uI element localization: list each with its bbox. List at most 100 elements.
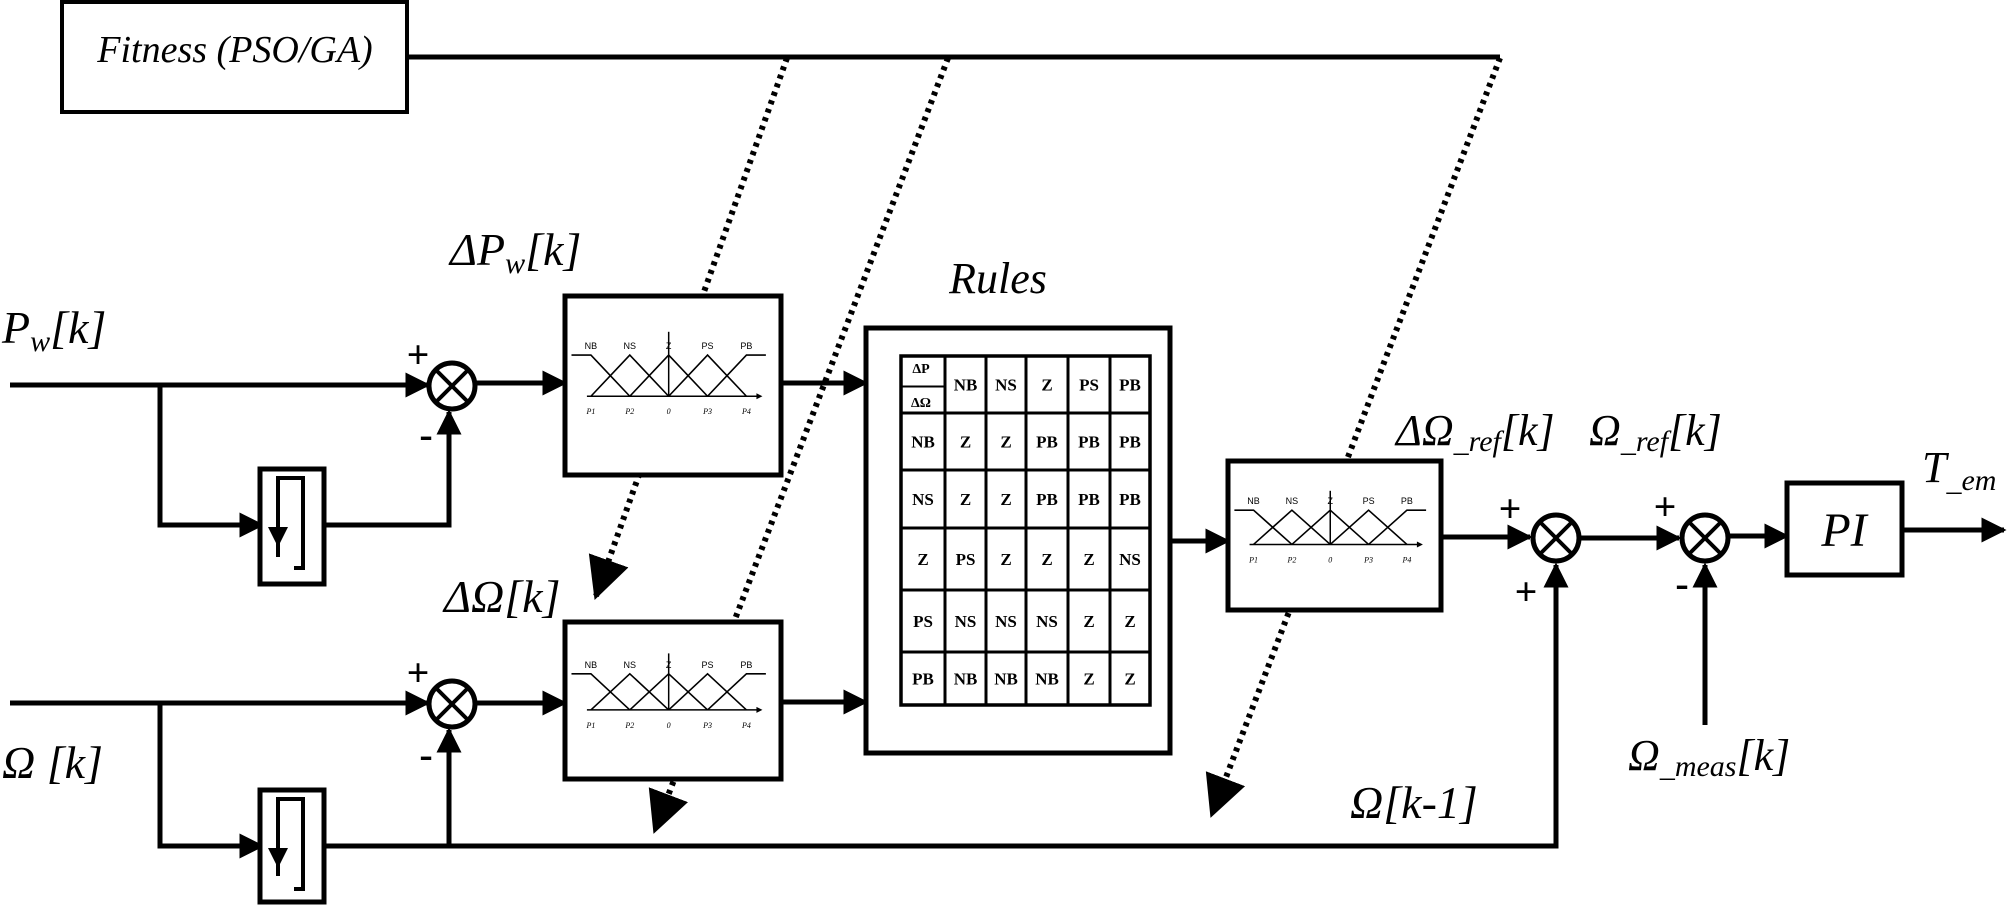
fitness-arrow-rules xyxy=(648,56,951,834)
mf-label: PB xyxy=(740,341,752,351)
mf-axis-label: P1 xyxy=(585,721,595,730)
mf-axis-label: 0 xyxy=(667,407,671,416)
mf-label: NB xyxy=(1247,496,1260,506)
pw-plus-sign: + xyxy=(407,332,430,377)
pi-label: PI xyxy=(1820,504,1868,557)
omega-delay-path xyxy=(157,703,265,859)
rules-cell: NB xyxy=(954,670,978,689)
mf-label: PS xyxy=(702,341,714,351)
mf-set-pb xyxy=(1368,509,1427,546)
pw-delay-path xyxy=(157,385,265,538)
mf-frame xyxy=(562,619,784,782)
rules-corner-domega: ΔΩ xyxy=(911,396,931,411)
rules-cell: NB xyxy=(1035,670,1059,689)
omega-prev-line xyxy=(449,562,1569,849)
domega-ref-label: ΔΩ_ref[k] xyxy=(1394,406,1555,458)
mf-set-ns xyxy=(590,672,670,711)
mf-label: Z xyxy=(1327,496,1333,506)
mf-axis-arrow xyxy=(1416,541,1423,548)
rules-cell: NS xyxy=(1036,612,1058,631)
domega-label: ΔΩ[k] xyxy=(442,571,560,622)
rules-cell: Z xyxy=(1083,670,1094,689)
mf-axis-label: P4 xyxy=(741,407,751,416)
mf-set-ps xyxy=(668,353,748,397)
mf-label: Z xyxy=(666,341,672,351)
mf-axis-label: P1 xyxy=(585,407,595,416)
mf-label: PB xyxy=(1401,496,1413,506)
mf-label: NB xyxy=(585,341,598,351)
mf-label: PS xyxy=(1363,496,1375,506)
mf-axis-label: P4 xyxy=(741,721,751,730)
rules-cell: Z xyxy=(1041,550,1052,569)
mf-axis-label: P4 xyxy=(1401,555,1411,564)
omega-plus-sign: + xyxy=(407,650,430,695)
rules-cell: Z xyxy=(1083,550,1094,569)
omega-prev-label: Ω[k-1] xyxy=(1350,777,1478,828)
mf-label: NS xyxy=(1286,496,1299,506)
mf-label: NS xyxy=(624,660,637,670)
mf-set-pb xyxy=(707,673,766,711)
mf-label: NB xyxy=(585,660,598,670)
fitness-label: Fitness (PSO/GA) xyxy=(96,29,372,71)
mf-set-ns xyxy=(590,353,670,397)
mf-axis-label: P3 xyxy=(702,721,712,730)
pw-summing-junction xyxy=(426,360,478,412)
rules-cell: Z xyxy=(1083,612,1094,631)
tem-label: T_em xyxy=(1922,443,1996,497)
rules-cell: NS xyxy=(995,612,1017,631)
mf-set-nb xyxy=(1234,509,1293,546)
omega-ref-summing-junction xyxy=(1530,512,1582,564)
mf-axis-label: P2 xyxy=(624,407,634,416)
mf-label: PS xyxy=(702,660,714,670)
rules-label: Rules xyxy=(948,254,1047,303)
mf-set-z xyxy=(629,672,709,711)
mf-set-ns xyxy=(1253,509,1331,546)
sum3-plus-top-sign: + xyxy=(1499,486,1522,531)
speed-error-summing-junction xyxy=(1679,512,1731,564)
rules-cell: NS xyxy=(1119,550,1141,569)
omega-label: Ω [k] xyxy=(2,737,103,788)
rules-cell: Z xyxy=(1124,670,1135,689)
rules-col-header: Z xyxy=(1041,376,1052,395)
rules-row-header: NB xyxy=(911,433,935,452)
mf-axis-label: P2 xyxy=(1286,555,1296,564)
dpw-label: ΔPw[k] xyxy=(448,224,581,280)
omega-summing-junction xyxy=(426,678,478,730)
rules-block xyxy=(863,325,1173,756)
mf-set-nb xyxy=(571,354,631,397)
rules-cell: Z xyxy=(1000,550,1011,569)
mf-set-ps xyxy=(1329,509,1408,546)
omega-ref-label: Ω_ref[k] xyxy=(1589,406,1722,458)
rules-row-header: Z xyxy=(917,550,928,569)
sum4-minus-sign: - xyxy=(1675,561,1688,606)
rules-row-header: NS xyxy=(912,490,934,509)
rules-cell: Z xyxy=(960,433,971,452)
rules-cell: Z xyxy=(1000,490,1011,509)
rules-cell: NB xyxy=(994,670,1018,689)
pi-block xyxy=(1784,480,1905,578)
rules-cell: NS xyxy=(955,612,977,631)
mf-label: PB xyxy=(740,660,752,670)
mf-axis-label: P3 xyxy=(702,407,712,416)
rules-cell: PB xyxy=(1036,433,1058,452)
mf-set-ps xyxy=(668,672,747,711)
rules-col-header: PB xyxy=(1119,376,1141,395)
sum3-plus-bottom-sign: + xyxy=(1515,569,1538,614)
rules-row-header: PB xyxy=(912,670,934,689)
rules-cell: Z xyxy=(960,490,971,509)
pw-delay-block xyxy=(257,466,327,587)
rules-corner-dp: ΔP xyxy=(912,362,930,377)
mf-label: Z xyxy=(666,660,672,670)
optimization-arrows xyxy=(588,56,1503,834)
fitness-block xyxy=(60,0,409,114)
omega-minus-sign: - xyxy=(419,732,432,777)
mf-axis-label: P1 xyxy=(1248,555,1258,564)
mf-axis-label: P3 xyxy=(1363,555,1373,564)
mf-frame xyxy=(562,293,784,478)
rules-col-header: NS xyxy=(995,376,1017,395)
rules-cell: PB xyxy=(1119,433,1141,452)
